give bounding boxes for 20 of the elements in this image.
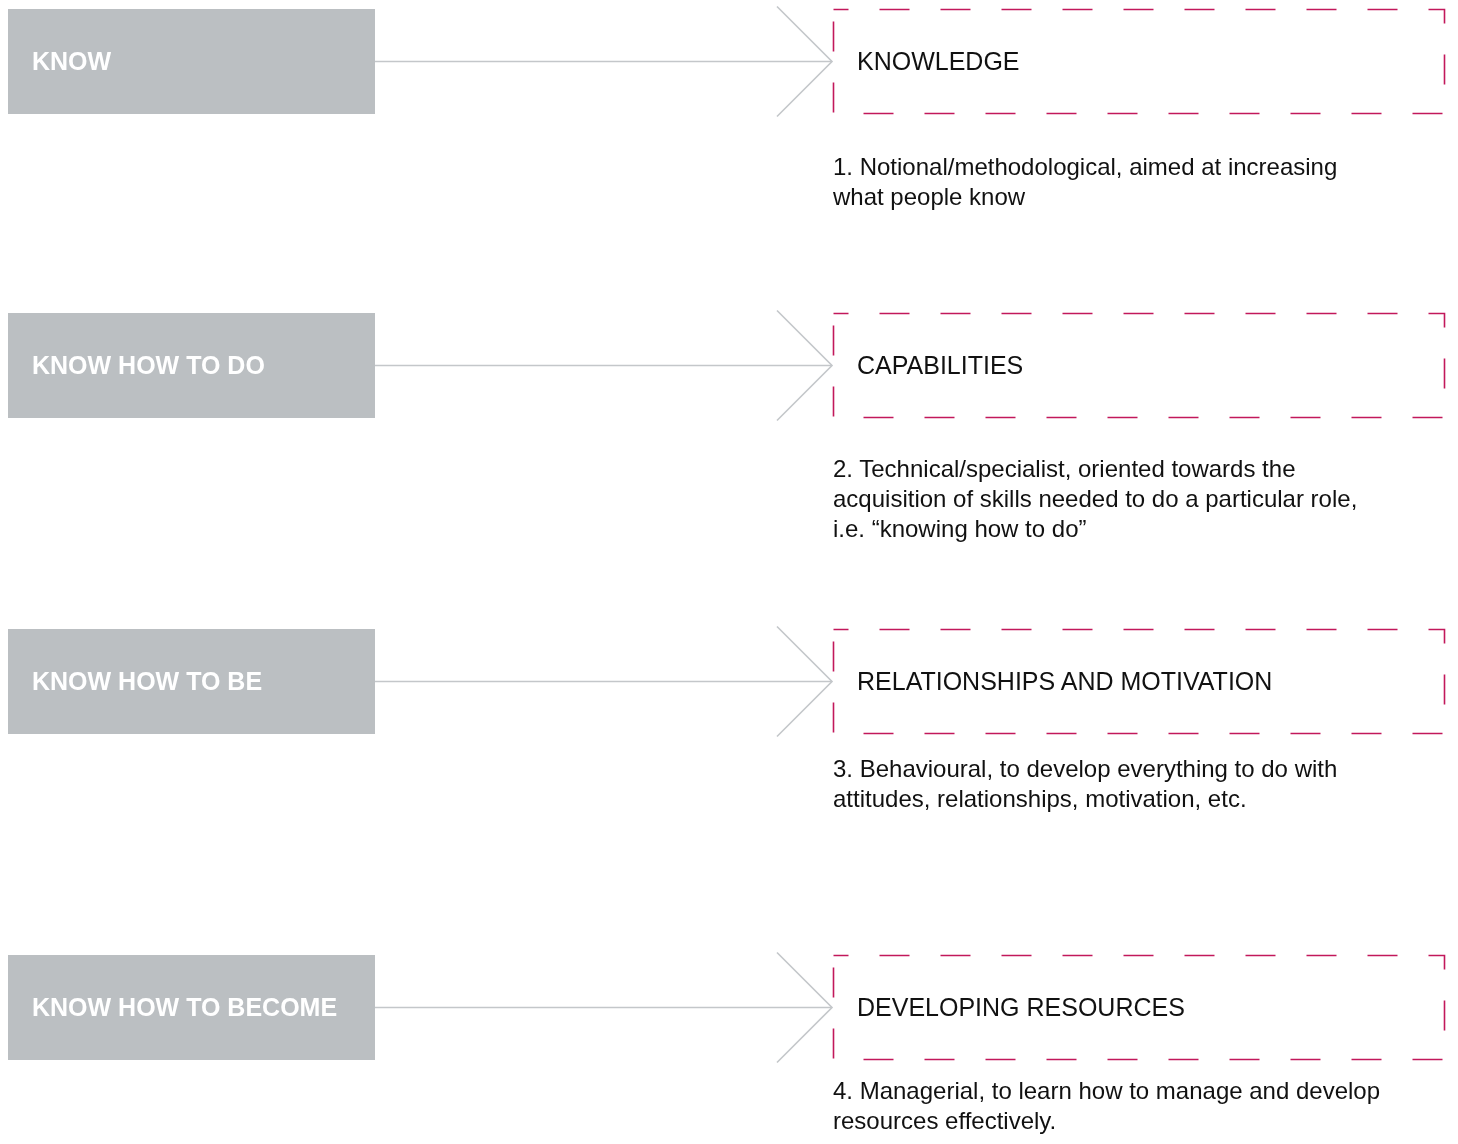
stage-label: KNOW xyxy=(32,47,112,76)
stage-box xyxy=(8,9,375,114)
competence-title: RELATIONSHIPS AND MOTIVATION xyxy=(857,667,1273,696)
competence-title: KNOWLEDGE xyxy=(857,47,1020,76)
stage-label: KNOW HOW TO BECOME xyxy=(32,993,338,1022)
description-text: 2. Technical/specialist, oriented towards the acquisition of skills needed to do a particular role, i.e. “knowing how to do” xyxy=(833,454,1359,544)
stage-label: KNOW HOW TO DO xyxy=(32,351,265,380)
description-text: 3. Behavioural, to develop everything to do with attitudes, relationships, motivation, etc. xyxy=(833,754,1339,814)
description-text: 1. Notional/methodological, aimed at increasing what people know xyxy=(833,152,1339,212)
competence-title: DEVELOPING RESOURCES xyxy=(857,993,1185,1022)
description-text: 4. Managerial, to learn how to manage and develop resources effectively. xyxy=(833,1076,1382,1136)
stage-box xyxy=(8,313,375,418)
stage-box xyxy=(8,629,375,734)
arrow xyxy=(374,5,833,118)
arrow xyxy=(374,309,833,422)
arrow xyxy=(374,951,833,1064)
stage-box xyxy=(8,955,375,1060)
arrow xyxy=(374,625,833,738)
stage-label: KNOW HOW TO BE xyxy=(32,667,263,696)
competence-title: CAPABILITIES xyxy=(857,351,1024,380)
